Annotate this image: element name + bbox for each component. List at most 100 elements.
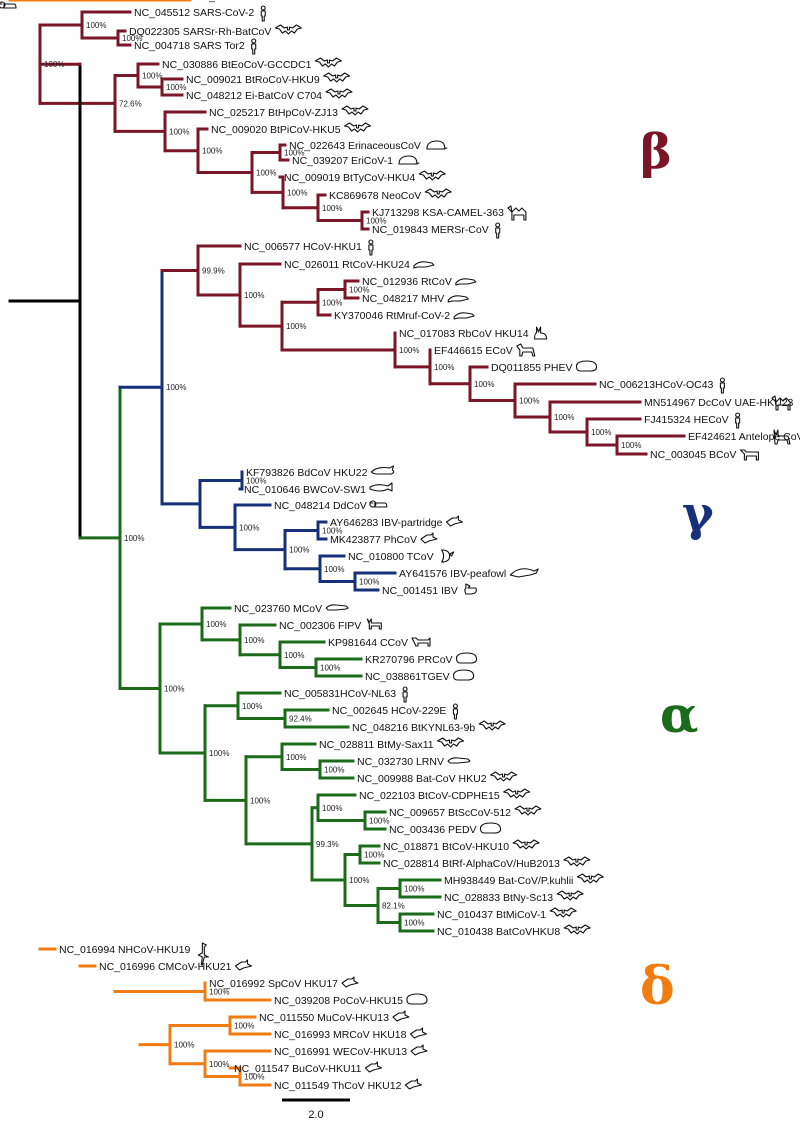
bird-icon bbox=[420, 532, 438, 544]
tip: NC_009019 BtTyCoV-HKU4 bbox=[284, 170, 446, 184]
support-value: 100% bbox=[209, 988, 229, 997]
tip-label: MH938449 Bat-CoV/P.kuhlii bbox=[444, 875, 573, 887]
tip: NC_010646 BWCoV-SW1 bbox=[244, 482, 393, 496]
tip-label: NC_009657 BtScCoV-512 bbox=[389, 807, 511, 819]
tip-label: KY370046 RtMruf-CoV-2 bbox=[334, 310, 450, 322]
tip: NC_026011 RtCoV-HKU24 bbox=[284, 259, 435, 271]
tip-label: NC_019843 MERSr-CoV bbox=[372, 224, 489, 236]
pig-icon bbox=[453, 669, 475, 681]
tip: NC_022643 ErinaceousCoV bbox=[289, 140, 448, 152]
genus-gamma-label: γ bbox=[682, 486, 714, 542]
tip-label: EF446615 ECoV bbox=[434, 345, 513, 357]
antelope-icon bbox=[773, 429, 791, 445]
tree-branches bbox=[8, 0, 686, 1087]
bat-icon bbox=[556, 890, 584, 901]
tip: NC_016994 NHCoV-HKU19 bbox=[59, 942, 209, 966]
tip: NC_028814 BtRf-AlphaCoV/HuB2013 bbox=[383, 856, 591, 870]
ferret-icon bbox=[325, 604, 349, 611]
tip-label: NC_032730 LRNV bbox=[357, 756, 444, 768]
bird-icon bbox=[392, 1010, 410, 1022]
tip: NC_018871 BtCoV-HKU10 bbox=[383, 839, 540, 853]
support-value: 100% bbox=[244, 636, 264, 645]
turkey-icon bbox=[441, 549, 455, 563]
ferret-icon bbox=[447, 757, 471, 764]
support-value: 100% bbox=[44, 0, 64, 2]
tip: NC_016996 CMCoV-HKU21 bbox=[99, 959, 253, 973]
tip: NC_048212 Ei-BatCoV C704 bbox=[186, 88, 353, 102]
support-value: 100% bbox=[250, 796, 270, 805]
tip-label: NC_016996 CMCoV-HKU21 bbox=[99, 961, 232, 973]
tip-label: NC_039207 EriCoV-1 bbox=[292, 155, 393, 167]
support-value: 100% bbox=[142, 72, 162, 81]
human-icon bbox=[452, 703, 458, 720]
tip-label: NC_001451 IBV bbox=[382, 585, 458, 597]
tip: NC_023760 MCoV bbox=[234, 603, 349, 615]
bat-icon bbox=[478, 720, 506, 731]
tip: NC_032730 LRNV bbox=[357, 756, 471, 768]
tip: NC_048216 BtKYNL63-9b bbox=[352, 720, 506, 734]
support-value: 100% bbox=[284, 149, 304, 158]
bat-icon bbox=[314, 57, 342, 68]
support-value: 100% bbox=[404, 919, 424, 928]
tip-label: NC_016992 SpCoV HKU17 bbox=[209, 978, 338, 990]
tip-label: NC_003045 BCoV bbox=[650, 449, 736, 461]
tip-label: NC_002306 FIPV bbox=[279, 620, 361, 632]
tip-label: NC_022103 BtCoV-CDPHE15 bbox=[359, 790, 500, 802]
heron-icon bbox=[197, 942, 209, 966]
tip: NC_016995 WiCoV-HKU20 bbox=[0, 0, 323, 9]
rabbit-icon bbox=[534, 326, 548, 340]
support-value: 100% bbox=[474, 380, 494, 389]
support-value: 100% bbox=[206, 620, 226, 629]
tip-label: NC_028811 BtMy-Sax11 bbox=[319, 739, 434, 751]
cow-icon bbox=[739, 449, 759, 461]
tip-label: NC_009021 BtRoCoV-HKU9 bbox=[186, 74, 320, 86]
human-icon bbox=[735, 412, 741, 429]
support-value: 100% bbox=[554, 413, 574, 422]
tip-label: NC_039208 PoCoV-HKU15 bbox=[274, 995, 403, 1007]
tip-label: NC_006577 HCoV-HKU1 bbox=[244, 241, 362, 253]
tip: MH938449 Bat-CoV/P.kuhlii bbox=[444, 873, 604, 887]
support-value: 82.1% bbox=[382, 902, 405, 911]
tip: DQ022305 SARSr-Rh-BatCoV bbox=[129, 24, 302, 38]
support-value: 100% bbox=[404, 885, 424, 894]
dog-icon bbox=[411, 637, 431, 647]
support-value: 100% bbox=[166, 383, 186, 392]
tip: NC_022103 BtCoV-CDPHE15 bbox=[359, 788, 531, 802]
support-value: 100% bbox=[349, 876, 369, 885]
tip: NC_048214 DdCoV bbox=[274, 500, 388, 512]
support-value: 100% bbox=[289, 546, 309, 555]
tip: NC_017083 RbCoV HKU14 bbox=[399, 326, 548, 340]
tip: NC_005831HCoV-NL63 bbox=[284, 686, 408, 703]
support-value: 100% bbox=[322, 804, 342, 813]
bat-icon bbox=[344, 122, 372, 133]
support-value: 100% bbox=[124, 534, 144, 543]
bat-icon bbox=[503, 788, 531, 799]
duck-icon bbox=[0, 1, 17, 9]
tip: NC_048217 MHV bbox=[362, 293, 469, 305]
support-value: 92.4% bbox=[289, 715, 312, 724]
tip-label: FJ415324 HECoV bbox=[644, 414, 729, 426]
genus-alpha-label: α bbox=[660, 685, 698, 744]
scale-bar: 2.0 bbox=[282, 1098, 350, 1121]
support-value: 100% bbox=[169, 127, 189, 136]
tip-label: NC_030886 BtEoCoV-GCCDC1 bbox=[162, 59, 312, 71]
support-value: 100% bbox=[322, 527, 342, 536]
support-value: 99.9% bbox=[202, 267, 225, 276]
bat-icon bbox=[512, 839, 540, 850]
support-value: 100% bbox=[244, 1073, 264, 1082]
tip: NC_009020 BtPiCoV-HKU5 bbox=[211, 122, 372, 136]
tip: NC_003045 BCoV bbox=[650, 449, 759, 461]
tip: KF793826 BdCoV HKU22 bbox=[246, 465, 395, 479]
support-value: 100% bbox=[244, 291, 264, 300]
rat-icon bbox=[413, 261, 435, 269]
support-value: 100% bbox=[366, 217, 386, 226]
human-icon bbox=[402, 686, 408, 703]
tip-label: NC_048216 BtKYNL63-9b bbox=[352, 722, 475, 734]
tip: NC_016993 MRCoV HKU18 bbox=[274, 1027, 428, 1041]
tip-label: NC_011550 MuCoV-HKU13 bbox=[259, 1012, 389, 1024]
support-value: 100% bbox=[86, 21, 106, 30]
tip-label: NC_006213HCoV-OC43 bbox=[599, 379, 714, 391]
